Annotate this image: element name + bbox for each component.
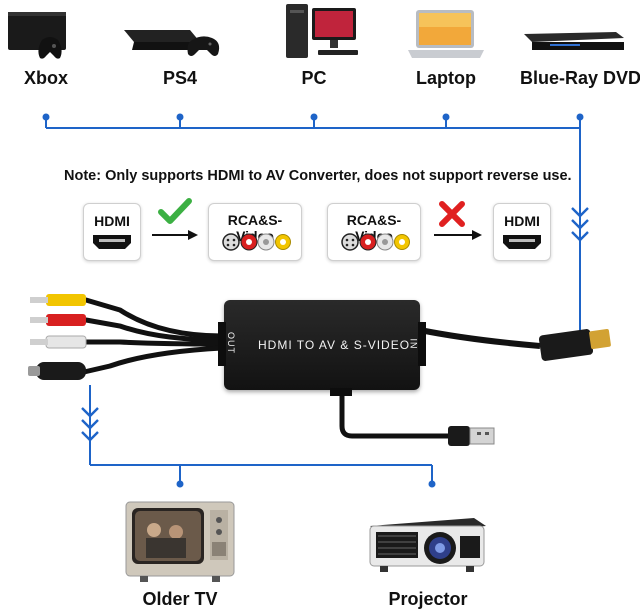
crt-tv-icon [125, 501, 235, 582]
rca-input-card: RCA&S-Video [327, 203, 421, 261]
hdmi-card-label-2: HDMI [504, 213, 540, 229]
rca-svideo-ports-icon [222, 233, 291, 251]
compatibility-note: Note: Only supports HDMI to AV Converter… [64, 168, 572, 184]
converter-usb-port [330, 388, 352, 396]
converter-out-label: OUT [226, 332, 236, 354]
source-label-laptop: Laptop [416, 68, 476, 88]
xbox-console-icon [8, 12, 66, 59]
source-label-bluray: Blue-Ray DVD [520, 68, 640, 88]
cross-icon [439, 201, 465, 227]
source-label-ps4: PS4 [162, 68, 198, 88]
rca-svideo-ports-icon [341, 233, 410, 251]
converter-in-label: IN [408, 338, 419, 350]
converter-box: HDMI TO AV & S-VIDEO OUT IN [224, 300, 420, 390]
converter-left-port [218, 322, 226, 366]
hdmi-output-card: HDMI [493, 203, 551, 261]
arrow-right-icon [434, 230, 482, 240]
laptop-icon [408, 10, 484, 58]
arrow-right-icon [152, 230, 198, 240]
output-label-older-tv: Older TV [142, 589, 218, 609]
bluray-player-icon [524, 32, 624, 50]
projector-icon [369, 518, 486, 572]
output-label-projector: Projector [388, 589, 468, 609]
converter-title: HDMI TO AV & S-VIDEO [258, 338, 411, 352]
hdmi-port-icon [93, 235, 131, 249]
hdmi-port-icon [503, 235, 541, 249]
rca-output-card: RCA&S-Video [208, 203, 302, 261]
check-icon [158, 198, 192, 224]
desktop-pc-icon [286, 4, 358, 58]
ps4-console-icon [124, 30, 220, 56]
converter-right-port [418, 322, 426, 366]
source-label-pc: PC [301, 68, 327, 88]
hdmi-card-label: HDMI [94, 213, 130, 229]
chevron-down-icon [571, 207, 589, 242]
hdmi-input-card: HDMI [83, 203, 141, 261]
source-label-xbox: Xbox [23, 68, 68, 88]
